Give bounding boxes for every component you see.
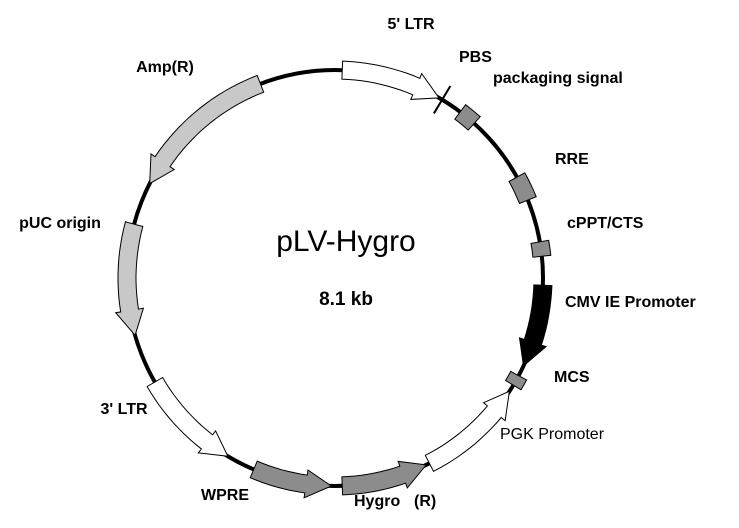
label-rre: RRE [555, 151, 589, 168]
plasmid-size: 8.1 kb [319, 289, 373, 310]
plasmid-name: pLV-Hygro [276, 225, 416, 258]
label-cppt-cts: cPPT/CTS [567, 215, 644, 232]
pbs-marker [433, 85, 452, 114]
label-3-ltr: 3' LTR [100, 401, 148, 418]
label-amp: Amp(R) [136, 59, 194, 76]
label-hygro-suffix: (R) [414, 493, 436, 510]
packaging-signal-feature [454, 103, 481, 131]
ltr5-feature [341, 60, 440, 100]
mcs-feature [504, 370, 528, 391]
cmv-promoter-feature [518, 284, 553, 367]
wpre-feature [249, 460, 333, 499]
rre-feature [508, 172, 537, 205]
pgk-promoter-feature [424, 390, 511, 472]
puc-origin-feature [114, 221, 145, 337]
hygro-feature [341, 460, 428, 496]
cppt-feature [530, 239, 552, 258]
label-packaging-signal: packaging signal [493, 70, 623, 87]
label-mcs: MCS [554, 369, 590, 386]
label-puc-origin: pUC origin [19, 215, 101, 232]
label-pgk-promoter: PGK Promoter [500, 426, 605, 443]
label-hygro: Hygro [354, 493, 400, 510]
amp-feature [149, 74, 265, 185]
label-cmv-ie-promoter: CMV IE Promoter [565, 294, 696, 311]
label-pbs: PBS [459, 49, 492, 66]
label-5-ltr: 5' LTR [387, 16, 435, 33]
label-wpre: WPRE [201, 487, 249, 504]
ltr3-feature [146, 376, 229, 457]
